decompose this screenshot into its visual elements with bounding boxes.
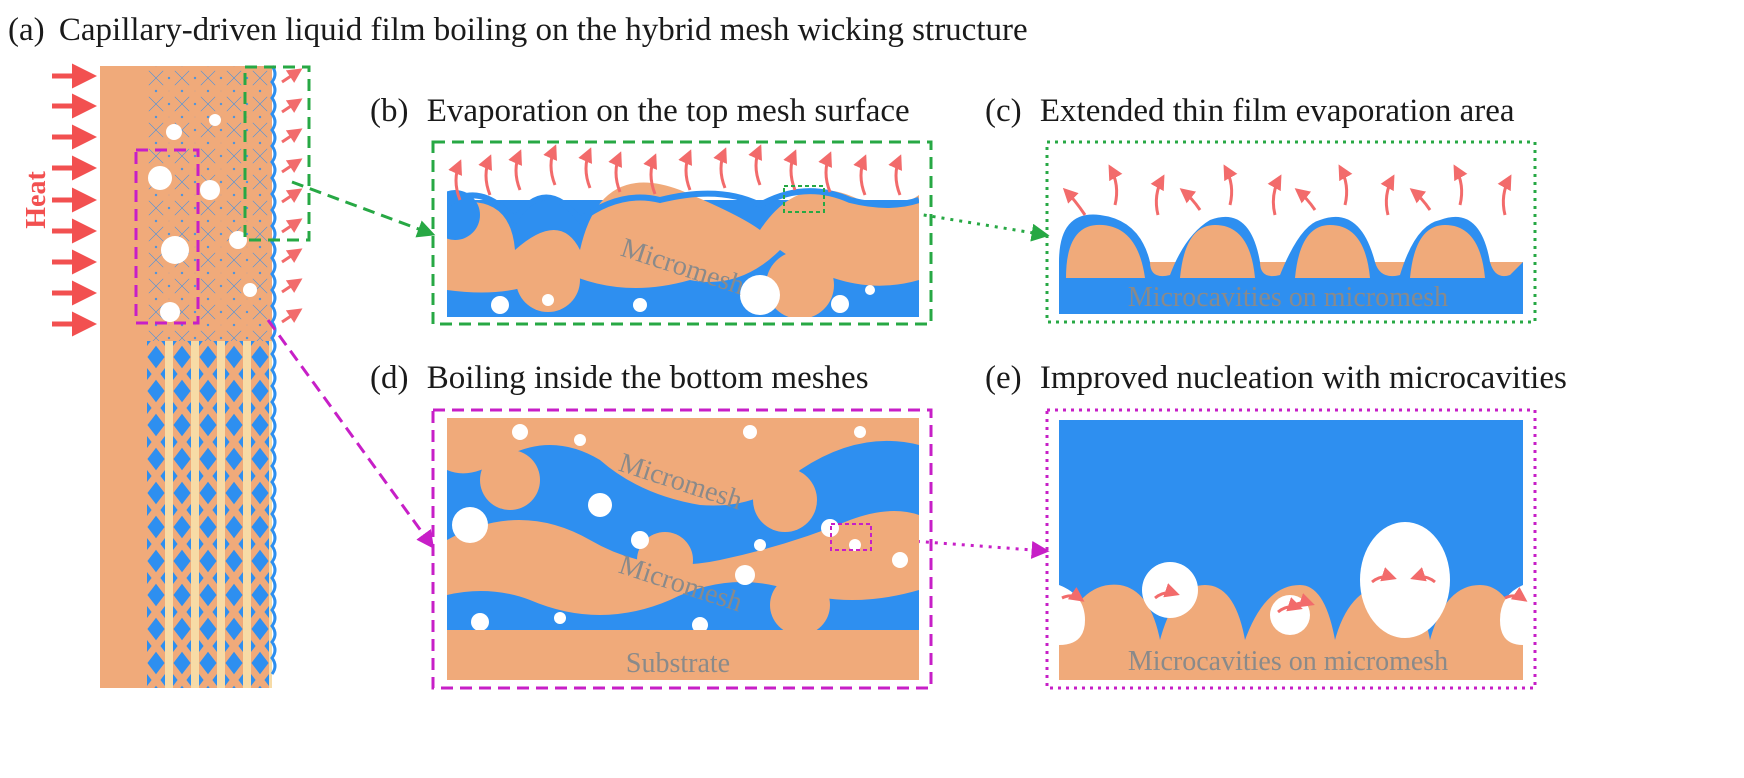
panel-d-illustration: Micromesh Micromesh Substrate <box>431 408 933 690</box>
panel-e-vapor-arrows <box>1061 567 1528 614</box>
panel-e-cavity-label: Microcavities on micromesh <box>1128 646 1448 677</box>
panel-b-letter: (b) <box>370 93 409 129</box>
panel-a-caption: (a) Capillary-driven liquid film boiling… <box>8 14 1028 47</box>
bottom-mesh-region <box>147 341 272 688</box>
connector-a-to-b <box>291 180 436 238</box>
panel-c-cavity-label: Microcavities on micromesh <box>1128 282 1448 313</box>
panel-b-zoom-box <box>783 185 825 213</box>
green-selection-box <box>243 65 311 242</box>
panel-e-bubbles <box>1059 522 1523 645</box>
panel-d-frame <box>431 408 933 690</box>
panel-e-illustration: Microcavities on micromesh <box>1045 408 1537 690</box>
top-mesh-region <box>147 66 272 341</box>
panel-e-frame <box>1045 408 1537 690</box>
vapor-bubbles <box>148 114 257 322</box>
magenta-selection-box <box>134 148 200 325</box>
panel-b-caption: (b) Evaporation on the top mesh surface <box>370 95 910 128</box>
panel-c-caption: (c) Extended thin film evaporation area <box>985 95 1515 128</box>
heat-label: Heat <box>21 171 52 229</box>
panel-e-letter: (e) <box>985 360 1022 396</box>
side-vapor-arrows <box>281 68 303 324</box>
panel-c-vapor-arrows <box>1062 164 1512 216</box>
panel-c-letter: (c) <box>985 93 1022 129</box>
panel-b-illustration: Micromesh <box>431 140 933 326</box>
panel-c-frame <box>1045 140 1537 324</box>
panel-d-substrate-label: Substrate <box>626 648 730 679</box>
connector-a-to-d <box>266 319 435 549</box>
panel-a-title: Capillary-driven liquid film boiling on … <box>58 12 1028 48</box>
panel-c-title: Extended thin film evaporation area <box>1039 93 1515 129</box>
panel-b-title: Evaporation on the top mesh surface <box>426 93 910 129</box>
heat-arrows <box>52 63 97 337</box>
liquid-film-edge <box>270 65 277 675</box>
panel-e-caption: (e) Improved nucleation with microcaviti… <box>985 362 1567 395</box>
panel-d-zoom-box <box>830 523 872 551</box>
panel-d-title: Boiling inside the bottom meshes <box>426 360 869 396</box>
panel-d-letter: (d) <box>370 360 409 396</box>
panel-c-illustration: Microcavities on micromesh <box>1045 140 1537 324</box>
panel-b-frame <box>431 140 933 326</box>
panel-a-structure: Heat <box>21 63 311 688</box>
panel-e-title: Improved nucleation with microcavities <box>1039 360 1567 396</box>
panel-d-caption: (d) Boiling inside the bottom meshes <box>370 362 869 395</box>
panel-a-letter: (a) <box>8 12 45 48</box>
substrate-wall <box>100 66 147 688</box>
